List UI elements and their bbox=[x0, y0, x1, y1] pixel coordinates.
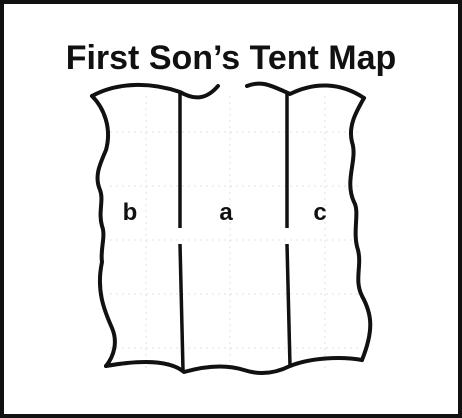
section-label-a: a bbox=[219, 199, 233, 226]
background-grid bbox=[110, 96, 360, 370]
divider-left-lower bbox=[180, 244, 183, 370]
tent-right-edge bbox=[350, 98, 370, 360]
divider-right-lower bbox=[287, 244, 290, 366]
section-label-b: b bbox=[123, 199, 138, 226]
tent-left-edge bbox=[92, 96, 115, 366]
tent-top-left-edge bbox=[92, 85, 218, 97]
tent-top-right-edge bbox=[247, 84, 364, 98]
section-label-c: c bbox=[313, 199, 326, 226]
tent-bottom-edge bbox=[106, 358, 362, 373]
